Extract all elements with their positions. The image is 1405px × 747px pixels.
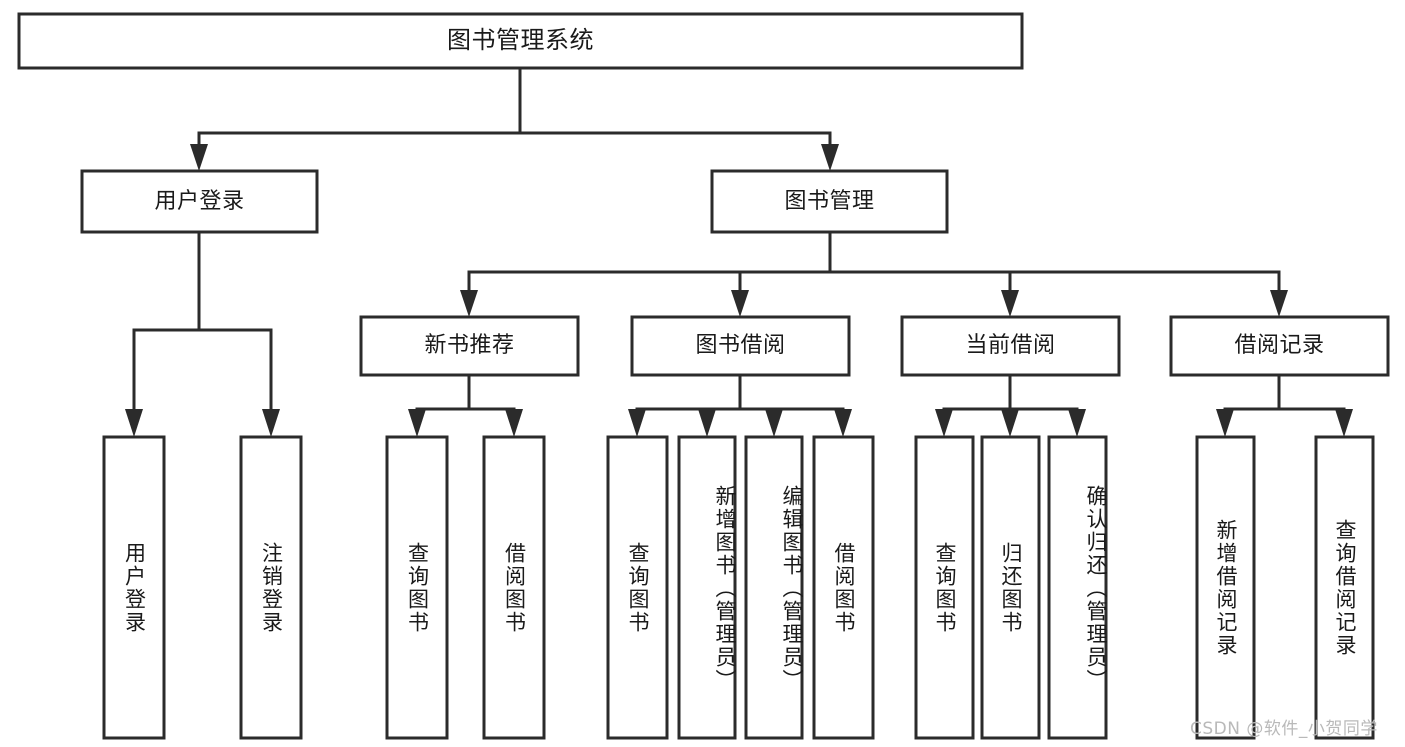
leaf-box-current-borrow-2[interactable]	[1047, 435, 1108, 740]
leaf-box-new-book-0[interactable]	[385, 435, 449, 740]
arrowhead-nbr-leaf-1	[505, 409, 523, 437]
node-box-root[interactable]	[17, 12, 1024, 70]
arrowhead-book-management	[821, 144, 839, 171]
leaf-box-new-book-1[interactable]	[482, 435, 546, 740]
node-box-new-book-recommend[interactable]	[359, 315, 580, 377]
node-box-current-borrow[interactable]	[900, 315, 1121, 377]
arrowhead-cb-leaf-1	[1001, 409, 1019, 437]
arrowhead-nbr-leaf-0	[408, 409, 426, 437]
leaf-box-user-login-1[interactable]	[239, 435, 303, 740]
node-box-borrow-record[interactable]	[1169, 315, 1390, 377]
node-box-user-login[interactable]	[80, 169, 319, 234]
node-box-book-management[interactable]	[710, 169, 949, 234]
arrowhead-user-login-leaf-0	[125, 409, 143, 437]
arrowhead-new-book-recommend	[460, 290, 478, 317]
arrowhead-bb-leaf-0	[628, 409, 646, 437]
node-box-book-borrow[interactable]	[630, 315, 851, 377]
arrowhead-current-borrow	[1001, 290, 1019, 317]
arrowhead-br-leaf-0	[1216, 409, 1234, 437]
arrowhead-user-login-leaf-1	[262, 409, 280, 437]
leaf-box-book-borrow-1[interactable]	[677, 435, 737, 740]
leaf-box-book-borrow-3[interactable]	[812, 435, 875, 740]
leaf-box-book-borrow-0[interactable]	[606, 435, 669, 740]
arrowhead-cb-leaf-2	[1068, 409, 1086, 437]
leaf-box-current-borrow-1[interactable]	[980, 435, 1041, 740]
arrowhead-cb-leaf-0	[935, 409, 953, 437]
arrowhead-bb-leaf-2	[765, 409, 783, 437]
arrowhead-bb-leaf-1	[698, 409, 716, 437]
arrowhead-br-leaf-1	[1335, 409, 1353, 437]
leaf-box-borrow-record-0[interactable]	[1195, 435, 1256, 740]
leaf-box-borrow-record-1[interactable]	[1314, 435, 1375, 740]
leaf-box-book-borrow-2[interactable]	[744, 435, 804, 740]
arrowhead-book-borrow	[731, 290, 749, 317]
arrowhead-bb-leaf-3	[834, 409, 852, 437]
csdn-watermark: CSDN @软件_小贺同学	[1190, 719, 1378, 739]
arrowhead-borrow-record	[1270, 290, 1288, 317]
leaf-box-current-borrow-0[interactable]	[914, 435, 975, 740]
arrowhead-user-login	[190, 144, 208, 171]
leaf-box-user-login-0[interactable]	[102, 435, 166, 740]
